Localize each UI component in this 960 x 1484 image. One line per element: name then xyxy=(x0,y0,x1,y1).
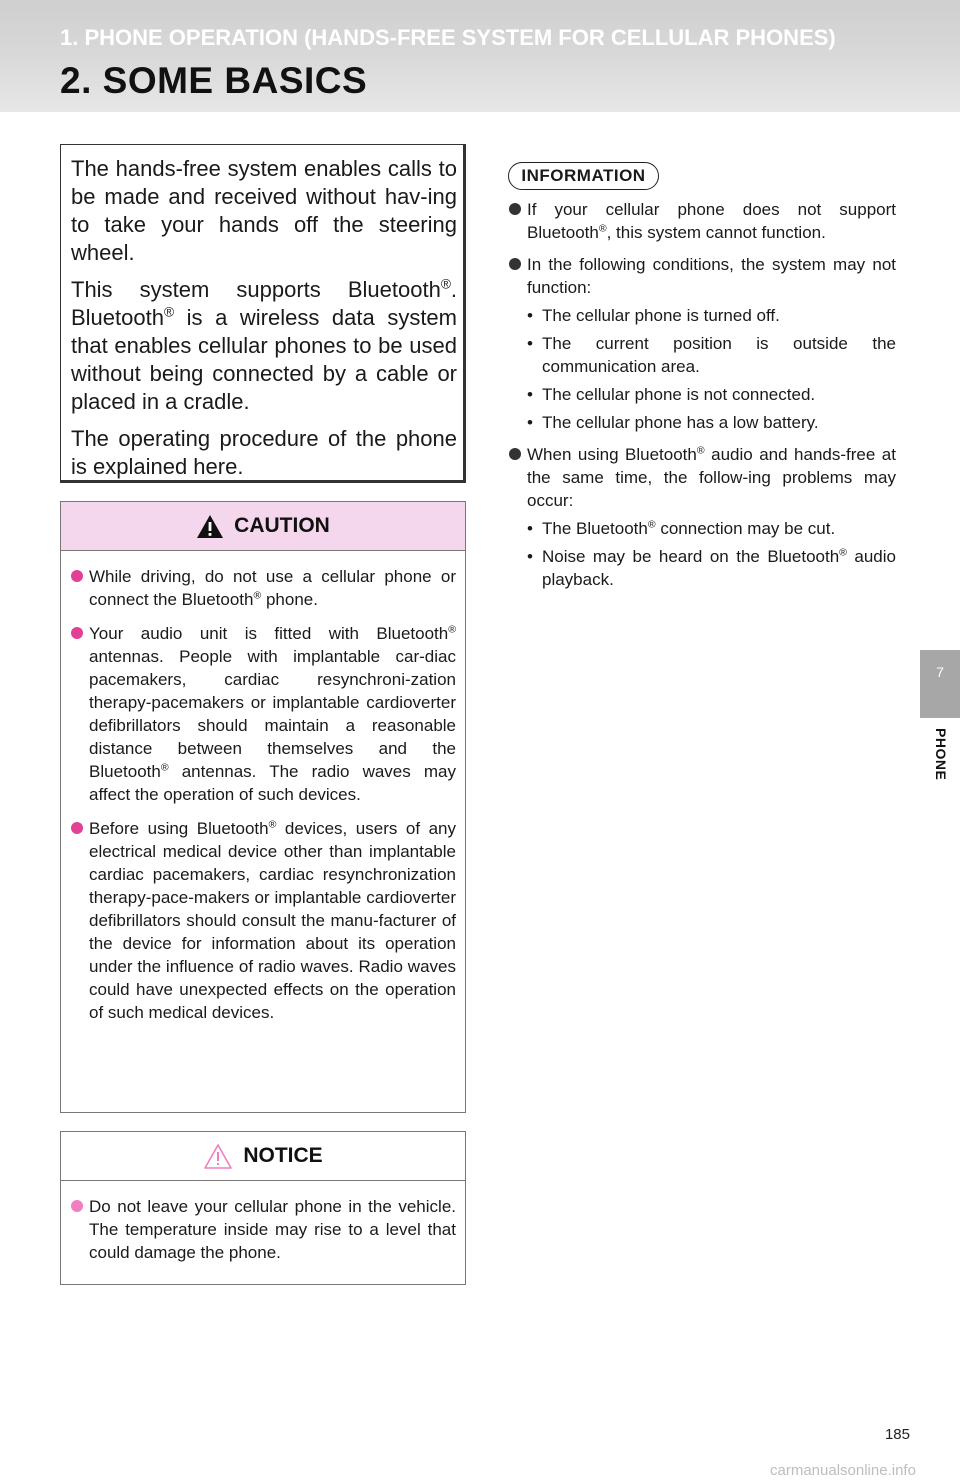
information-item: In the following conditions, the system … xyxy=(508,253,896,434)
caution-item: While driving, do not use a cellular pho… xyxy=(71,565,456,611)
watermark: carmanualsonline.info xyxy=(770,1462,916,1479)
bullet-dot-icon xyxy=(71,570,83,582)
registered-mark: ® xyxy=(163,304,175,320)
problem-item: •Noise may be heard on the Bluetooth® au… xyxy=(527,546,896,589)
caution-title: CAUTION xyxy=(234,514,330,537)
header-band: 1. PHONE OPERATION (HANDS-FREE SYSTEM FO… xyxy=(0,0,960,112)
chapter-number: 7 xyxy=(936,664,944,680)
information-item: If your cellular phone does not support … xyxy=(508,198,896,244)
bullet-dot-icon xyxy=(71,627,83,639)
registered-mark: ® xyxy=(647,518,656,531)
registered-mark: ® xyxy=(160,761,169,774)
condition-item: •The current position is outside the com… xyxy=(527,334,896,376)
caution-header: CAUTION xyxy=(61,502,465,551)
notice-title: NOTICE xyxy=(243,1144,323,1167)
caution-item: Before using Bluetooth® devices, users o… xyxy=(71,817,456,1024)
warning-triangle-outline-icon xyxy=(204,1143,233,1169)
registered-mark: ® xyxy=(839,546,847,559)
registered-mark: ® xyxy=(598,222,607,235)
intro-box: The hands-free system enables calls to b… xyxy=(60,144,466,483)
chapter-label: PHONE xyxy=(933,728,949,781)
bullet-dot-icon xyxy=(509,258,521,270)
chapter-tab[interactable]: 7 xyxy=(920,650,960,718)
section-title: 1. PHONE OPERATION (HANDS-FREE SYSTEM FO… xyxy=(60,25,836,50)
page-title: 2. SOME BASICS xyxy=(60,60,368,101)
registered-mark: ® xyxy=(448,623,456,636)
bullet-dot-icon xyxy=(71,1200,83,1212)
information-badge: INFORMATION xyxy=(508,162,659,190)
notice-body: Do not leave your cellular phone in the … xyxy=(61,1181,465,1264)
page-number: 185 xyxy=(884,1426,910,1443)
information-list: If your cellular phone does not support … xyxy=(508,198,896,600)
caution-body: While driving, do not use a cellular pho… xyxy=(61,551,465,1024)
intro-paragraph-1: The hands-free system enables calls to b… xyxy=(71,156,457,265)
caution-item: Your audio unit is fitted with Bluetooth… xyxy=(71,622,456,806)
condition-item: •The cellular phone has a low battery. xyxy=(527,413,819,432)
bullet-dot-icon xyxy=(71,822,83,834)
caution-box: CAUTION While driving, do not use a cell… xyxy=(60,501,466,1113)
registered-mark: ® xyxy=(268,818,277,831)
registered-mark: ® xyxy=(253,589,262,602)
registered-mark: ® xyxy=(696,444,705,457)
warning-triangle-filled-icon xyxy=(197,514,224,538)
registered-mark: ® xyxy=(440,276,451,292)
condition-item: •The cellular phone is turned off. xyxy=(527,306,780,325)
bullet-dot-icon xyxy=(509,203,521,215)
bullet-dot-icon xyxy=(509,448,521,460)
notice-item: Do not leave your cellular phone in the … xyxy=(71,1195,456,1264)
notice-header: NOTICE xyxy=(61,1132,465,1181)
intro-paragraph-2: This system supports Bluetooth®. Bluetoo… xyxy=(71,276,457,414)
intro-paragraph-3: The operating procedure of the phone is … xyxy=(71,426,457,479)
notice-box: NOTICE Do not leave your cellular phone … xyxy=(60,1131,466,1285)
problem-item: •The Bluetooth® connection may be cut. xyxy=(527,518,836,538)
condition-item: •The cellular phone is not connected. xyxy=(527,385,816,404)
information-item: When using Bluetooth® audio and hands-fr… xyxy=(508,443,896,591)
